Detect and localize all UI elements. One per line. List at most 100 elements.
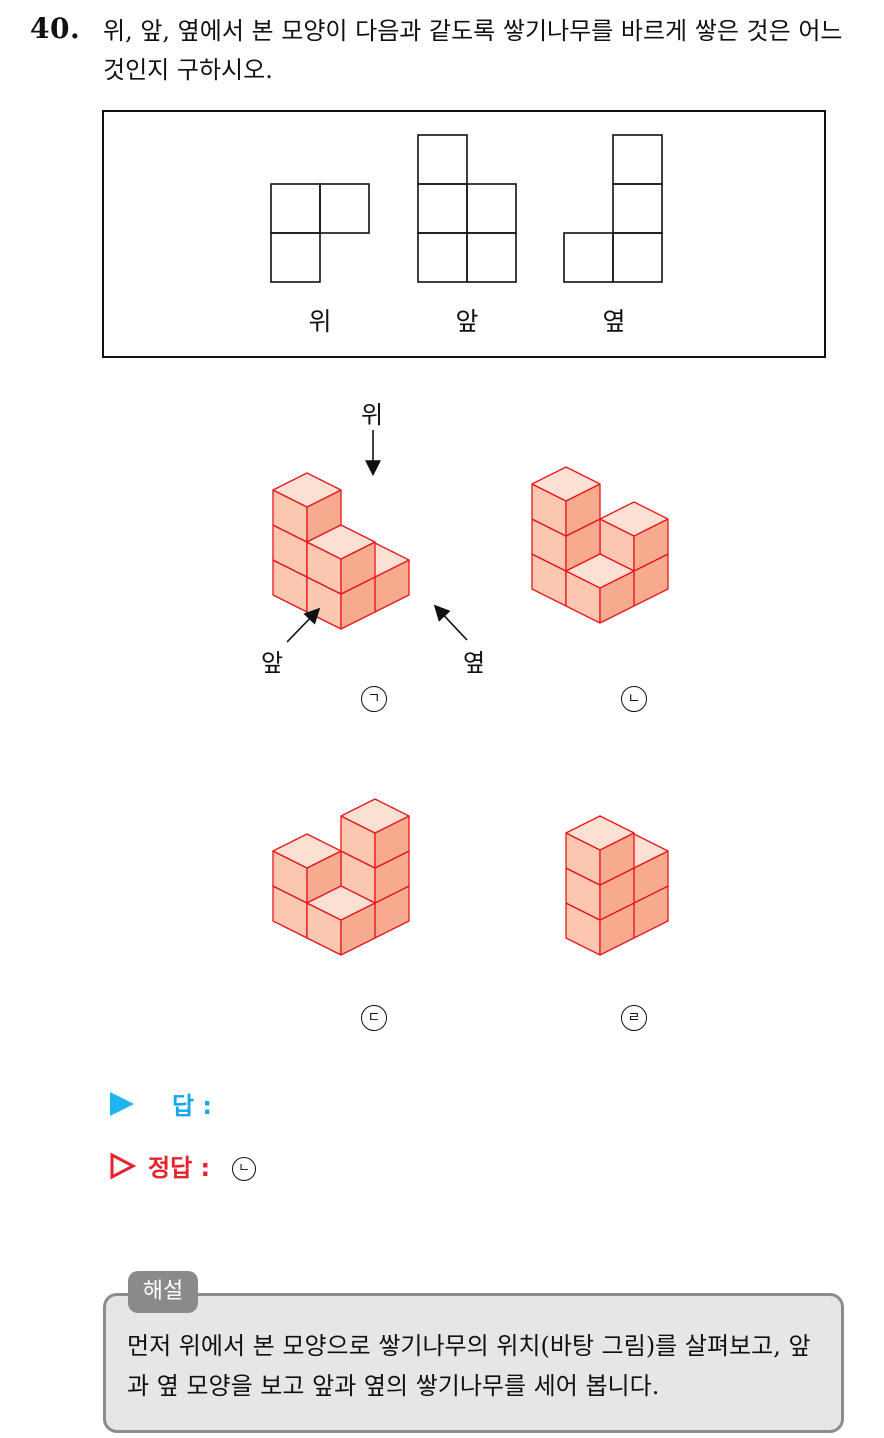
option-mark-a: ㄱ (361, 686, 387, 712)
cube-left-face (340, 885, 376, 939)
cube-right-face (599, 570, 635, 624)
cube-right-face (565, 483, 601, 537)
cube-right-face (306, 524, 342, 578)
option-d-cubes (565, 815, 669, 956)
answer-label: 답 : (172, 1092, 213, 1120)
cube-right-face (599, 867, 635, 921)
question-text: 위, 앞, 옆에서 본 모양이 다음과 같도록 쌓기나무를 바르게 쌓은 것은 … (103, 17, 843, 84)
cube-top-face (599, 868, 669, 904)
cube-top-face (306, 559, 376, 595)
cube-top-face (340, 833, 410, 869)
cube-left-face (531, 518, 567, 572)
cube-left-face (306, 576, 342, 630)
option-a-cubes (272, 472, 410, 630)
cube-right-face (599, 902, 635, 956)
cube-left-face (565, 867, 601, 921)
direction-label-side: 옆 (463, 649, 486, 677)
cube-top-face (531, 501, 601, 537)
cube-left-face (272, 559, 308, 613)
cube-right-face (306, 489, 342, 543)
question-number: 40. (30, 12, 81, 45)
cube-left-face (340, 815, 376, 869)
direction-label-front: 앞 (261, 649, 284, 677)
cube-left-face (272, 850, 308, 904)
cube-left-face (599, 885, 635, 939)
cube-top-face (565, 885, 635, 921)
cube-top-face (272, 868, 342, 904)
cube-right-face (340, 541, 376, 595)
cube-top-face (565, 850, 635, 886)
cube-left-face (272, 489, 308, 543)
cube-right-face (374, 559, 410, 613)
side-view-grid (563, 134, 663, 283)
cube-top-face (599, 536, 669, 572)
cube-left-face (272, 524, 308, 578)
cube-right-face (565, 553, 601, 607)
cube-top-face (340, 868, 410, 904)
cube-top-face (340, 798, 410, 834)
cube-right-face (340, 902, 376, 956)
cube-left-face (306, 902, 342, 956)
cube-left-face (531, 553, 567, 607)
front-view-grid (417, 134, 517, 283)
cube-top-face (565, 553, 635, 589)
front-arrow (286, 607, 321, 643)
cube-left-face (599, 850, 635, 904)
view-diagrams-box: 위 앞 옆 (102, 110, 826, 358)
play-triangle-icon (110, 1091, 134, 1116)
cube-top-face (531, 536, 601, 572)
cube-left-face (565, 570, 601, 624)
option-mark-d: ㄹ (621, 1005, 647, 1031)
view-diagrams (270, 134, 663, 283)
cube-top-face (272, 542, 342, 578)
option-c-cubes (272, 798, 410, 956)
cube-left-face (565, 902, 601, 956)
cube-right-face (599, 832, 635, 886)
cube-top-face (599, 833, 669, 869)
cube-right-face (565, 518, 601, 572)
option-mark-b: ㄴ (621, 686, 647, 712)
cube-top-face (531, 466, 601, 502)
explanation-tab: 해설 (128, 1271, 198, 1313)
cube-right-face (340, 576, 376, 630)
answer-row: 답 : (110, 1086, 234, 1121)
cube-right-face (306, 885, 342, 939)
side-arrow (433, 604, 468, 641)
cube-left-face (272, 885, 308, 939)
option-b-cubes (531, 466, 669, 624)
cube-left-face (565, 832, 601, 886)
cube-top-face (272, 833, 342, 869)
top-view-label: 위 (308, 307, 332, 336)
cube-left-face (599, 518, 635, 572)
correct-answer-label: 정답 : (148, 1154, 211, 1182)
cube-right-face (633, 850, 669, 904)
cube-top-face (340, 542, 410, 578)
cube-top-face (306, 885, 376, 921)
cube-right-face (633, 553, 669, 607)
option-mark-c: ㄷ (361, 1005, 387, 1031)
cube-right-face (374, 815, 410, 869)
top-view-grid (270, 183, 370, 283)
correct-answer-row: 정답 : ㄴ (110, 1148, 257, 1183)
cube-top-face (599, 501, 669, 537)
cube-left-face (306, 541, 342, 595)
cube-right-face (633, 518, 669, 572)
explanation-box (103, 1293, 844, 1433)
direction-label-top: 위 (361, 401, 384, 429)
cube-top-face (272, 507, 342, 543)
front-view-label: 앞 (455, 307, 479, 336)
side-view-label: 옆 (602, 307, 626, 336)
cube-right-face (306, 850, 342, 904)
cube-left-face (340, 559, 376, 613)
cube-top-face (272, 472, 342, 508)
cube-left-face (340, 850, 376, 904)
correct-answer-value: ㄴ (232, 1157, 257, 1181)
outline-triangle-icon (110, 1152, 136, 1179)
cube-left-face (531, 483, 567, 537)
cube-right-face (633, 885, 669, 939)
explanation-text: 먼저 위에서 본 모양으로 쌓기나무의 위치(바탕 그림)를 살펴보고, 앞과 … (127, 1332, 811, 1400)
cube-left-face (599, 553, 635, 607)
cube-right-face (306, 559, 342, 613)
cube-right-face (374, 885, 410, 939)
cube-top-face (565, 815, 635, 851)
